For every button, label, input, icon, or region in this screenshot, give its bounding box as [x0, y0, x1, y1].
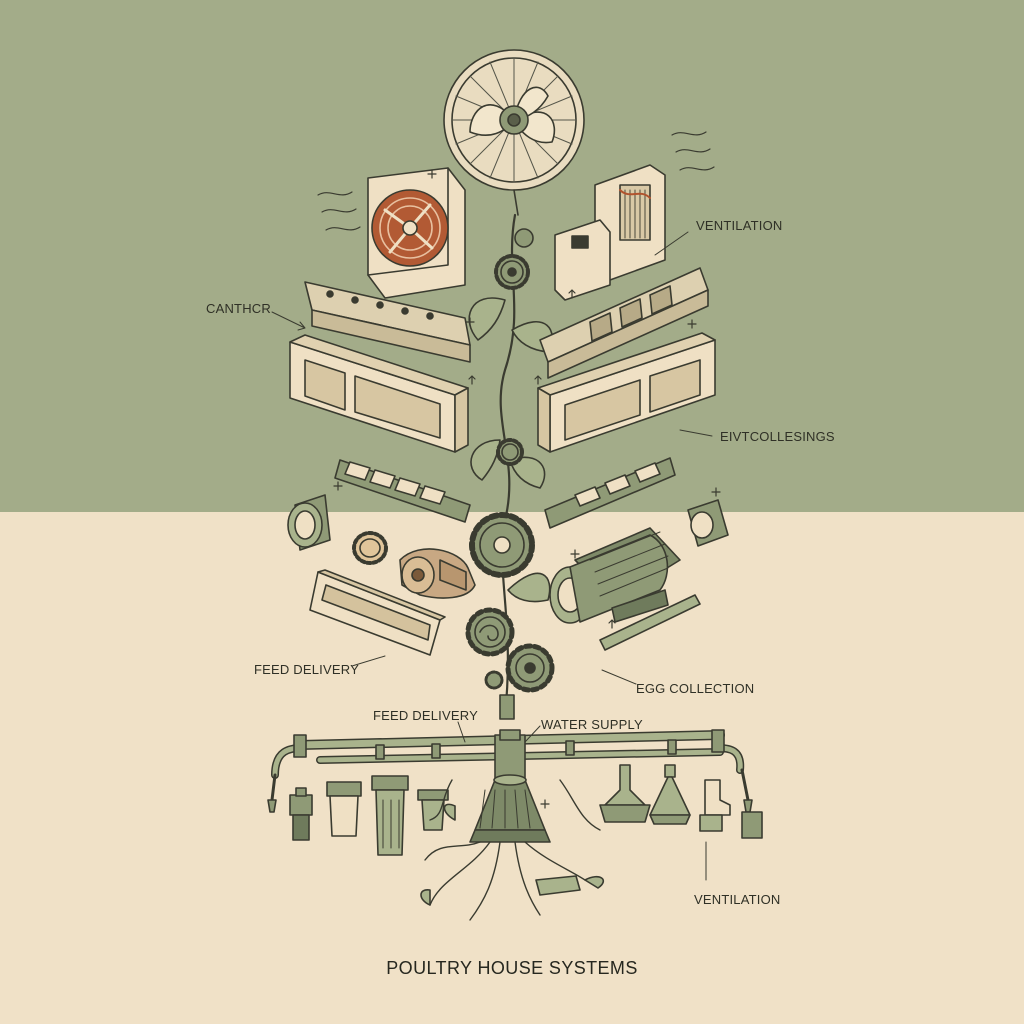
label-egg-collesings: EIVTCOLLESINGS: [720, 429, 835, 444]
filter-canister: [371, 775, 409, 856]
valve: [699, 779, 731, 832]
center-junction: [494, 729, 526, 781]
feed-trough: [309, 569, 446, 656]
leader-lines: [271, 231, 713, 881]
roots: [424, 841, 586, 921]
stem-leaf: [507, 572, 551, 603]
left-trough: [289, 334, 469, 453]
cam-assembly: [399, 548, 476, 599]
box-fan: [367, 167, 466, 299]
gear-large: [469, 512, 535, 578]
right-trough: [537, 332, 716, 453]
gear-mid: [496, 438, 524, 466]
filter-canister: [289, 787, 313, 841]
label-egg-collection: EGG COLLECTION: [636, 681, 755, 696]
root-leaf: [443, 803, 456, 821]
label-feed-delivery-center: FEED DELIVERY: [373, 708, 478, 723]
stem-collar: [499, 694, 515, 720]
gear-top: [494, 254, 530, 290]
stem-leaf: [468, 297, 506, 341]
ventilation-duct: [554, 164, 666, 301]
label-ventilation-bottom: VENTILATION: [694, 892, 781, 907]
hose: [429, 779, 601, 831]
filter-canister: [326, 781, 362, 837]
round-fan: [443, 49, 585, 248]
blade: [599, 594, 701, 651]
left-conveyor: [334, 459, 471, 523]
root-leaf: [420, 889, 431, 906]
stem-leaf: [470, 439, 501, 481]
right-conveyor: [544, 457, 676, 529]
label-water-supply: WATER SUPPLY: [541, 717, 643, 732]
feed-tray: [535, 875, 581, 896]
label-feed-delivery-left: FEED DELIVERY: [254, 662, 359, 677]
end-filter: [741, 811, 763, 839]
gear-lower: [465, 607, 515, 657]
bell-feeder: [469, 774, 551, 843]
end-cap: [687, 499, 729, 547]
wind-lines: [317, 191, 361, 231]
small-spur-gear: [352, 531, 388, 565]
stem-leaf: [509, 456, 546, 489]
wind-lines: [671, 131, 715, 171]
indicator-arrows: [333, 169, 721, 809]
filter-canister: [417, 789, 449, 831]
gear-bottom-right: [505, 643, 555, 693]
root-leaf: [584, 875, 604, 889]
right-rail: [539, 267, 709, 379]
page-title: POULTRY HOUSE SYSTEMS: [386, 958, 638, 978]
motor: [549, 527, 681, 624]
cone-drinker: [649, 764, 691, 825]
bearing-ring: [287, 494, 331, 551]
nipple-drinker: [599, 764, 651, 823]
gear-small: [484, 670, 504, 690]
label-ventilation-top: VENTILATION: [696, 218, 783, 233]
left-rail: [304, 281, 471, 363]
label-canthor: CANTHCR: [206, 301, 271, 316]
